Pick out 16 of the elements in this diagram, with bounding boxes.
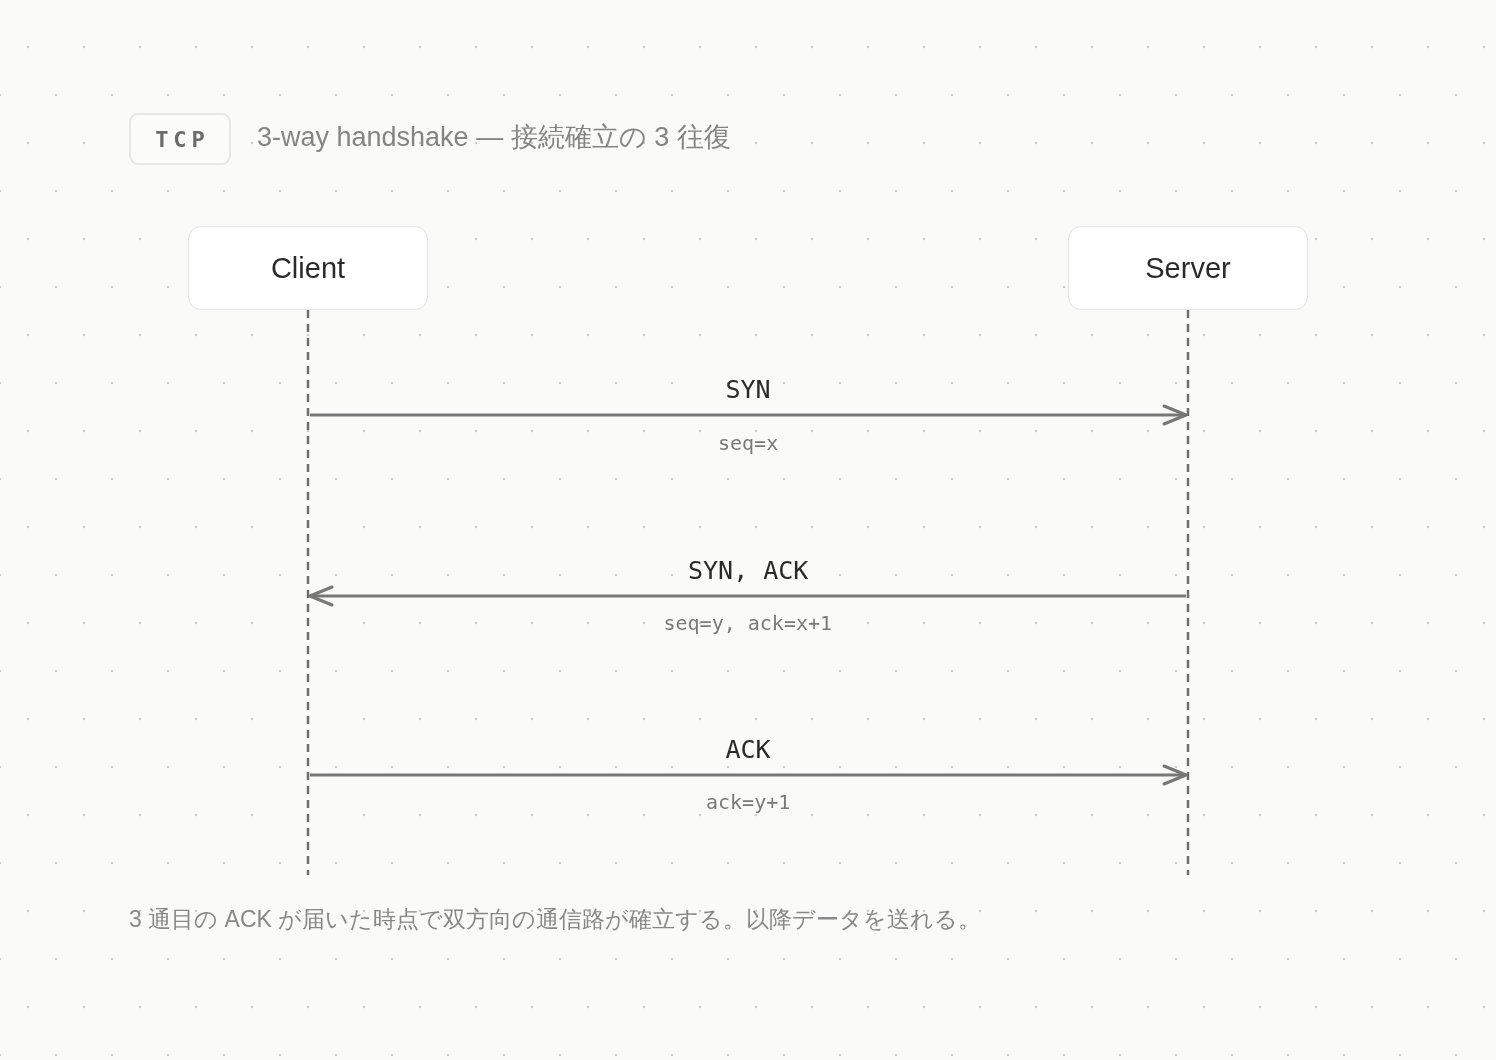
message-label: SYN <box>725 375 771 405</box>
message-arrow <box>310 404 1188 426</box>
participant-box: Server <box>1068 226 1308 310</box>
parameter-label: seq=y, ack=x+1 <box>663 611 833 635</box>
caption-text: 3 通目の ACK が届いた時点で双方向の通信路が確立する。以降データを送れる。 <box>129 906 982 934</box>
parameter-label: seq=x <box>718 431 779 455</box>
diagram-title: 3-way handshake — 接続確立の 3 往復 <box>257 121 731 154</box>
participant-box: Client <box>188 226 428 310</box>
parameter-label: ack=y+1 <box>706 790 791 814</box>
lifeline <box>1186 310 1190 875</box>
message-label: SYN, ACK <box>688 556 809 586</box>
lifeline <box>306 310 310 875</box>
protocol-tag: TCP <box>129 113 231 165</box>
message-label: ACK <box>725 735 771 765</box>
message-arrow <box>308 585 1186 607</box>
message-arrow <box>310 764 1188 786</box>
